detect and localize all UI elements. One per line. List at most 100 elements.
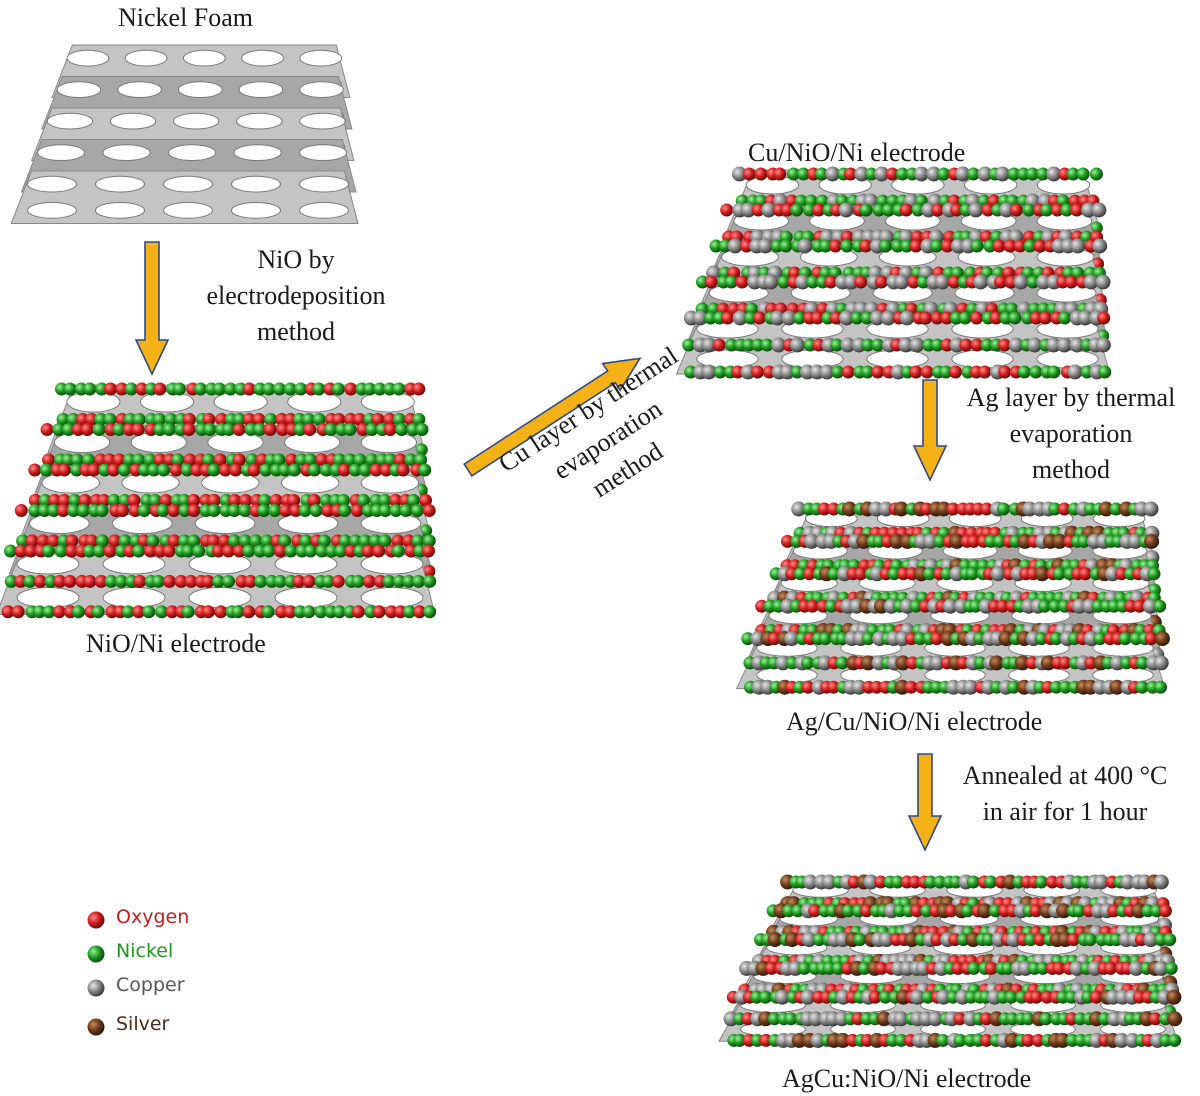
nickel-atom — [343, 453, 357, 467]
oxygen-atom — [393, 453, 407, 467]
nickel-atom — [967, 961, 981, 975]
arrow-shape — [134, 241, 170, 376]
nickel-atom — [1154, 933, 1168, 947]
nickel-atom — [784, 1012, 798, 1026]
nickel-atom — [253, 423, 267, 436]
nickel-atom — [974, 656, 987, 670]
oxygen-atom — [207, 493, 221, 507]
nickel-atom — [830, 338, 844, 352]
nickel-atom — [312, 382, 326, 396]
nickel-atom — [334, 544, 348, 558]
oxygen-atom — [740, 239, 754, 253]
foam-pore — [102, 144, 151, 161]
oxygen-atom — [978, 365, 992, 379]
nickel-atom — [349, 534, 362, 548]
nickel-atom — [268, 504, 282, 517]
nickel-atom — [791, 904, 805, 918]
oxygen-atom — [967, 534, 981, 548]
oxygen-atom — [63, 574, 77, 588]
nickel-atom — [966, 875, 980, 889]
nickel-atom — [392, 412, 406, 426]
oxygen-atom — [920, 365, 934, 379]
oxygen-atom — [153, 382, 167, 396]
silver-atom — [784, 932, 800, 948]
copper-atom — [1095, 337, 1111, 353]
copper-atom — [802, 874, 818, 890]
oxygen-atom — [1033, 239, 1047, 253]
nickel-atom — [1135, 680, 1149, 694]
nickel-atom — [879, 239, 892, 253]
nickel-atom — [411, 534, 425, 548]
nickel-atom — [33, 605, 46, 619]
oxygen-atom — [48, 493, 62, 507]
copper-atom — [1056, 337, 1072, 353]
nickel-atom — [118, 463, 131, 477]
copper-atom — [1120, 874, 1135, 890]
oxygen-atom — [940, 239, 954, 253]
nickel-atom — [861, 338, 875, 352]
oxygen-atom — [244, 574, 257, 588]
oxygen-atom — [909, 365, 923, 379]
foam-pore — [280, 472, 340, 494]
nickel-atom — [303, 453, 317, 467]
nickel-atom — [227, 534, 241, 548]
copper-atom — [839, 310, 854, 326]
foam-pore — [172, 112, 220, 130]
nickel-atom — [238, 504, 252, 517]
oxygen-atom — [721, 311, 735, 325]
nickel-atom — [363, 382, 377, 396]
oxygen-atom — [422, 564, 436, 578]
nickel-atom — [227, 504, 241, 517]
oxygen-atom — [165, 605, 179, 619]
nickel-atom — [233, 412, 247, 426]
oxygen-atom — [153, 453, 167, 467]
nickel-atom — [231, 605, 245, 619]
nickel-atom — [1025, 167, 1039, 181]
copper-atom — [838, 202, 854, 218]
nickel-atom — [142, 605, 156, 619]
foam-pore — [124, 49, 168, 67]
oxygen-atom — [1003, 239, 1017, 253]
nickel-atom — [146, 534, 160, 548]
oxygen-atom — [389, 493, 403, 507]
copper-atom — [949, 566, 965, 582]
nickel-atom — [980, 338, 994, 352]
oxygen-atom — [344, 412, 358, 426]
oxygen-atom — [372, 605, 386, 619]
oxygen-atom — [907, 275, 921, 289]
nickel-atom — [1163, 933, 1177, 947]
copper-atom — [808, 1011, 824, 1027]
arrow-shape — [463, 357, 642, 477]
nickel-atom — [307, 463, 321, 477]
nickel-atom — [298, 504, 312, 517]
silver-atom — [977, 903, 993, 919]
nickel-atom — [819, 239, 833, 253]
nickel-atom — [982, 933, 995, 947]
foam-pore — [233, 144, 282, 161]
nickel-atom — [953, 1033, 967, 1047]
nickel-atom — [262, 382, 276, 396]
nickel-atom — [38, 504, 51, 517]
cu-nio-ni-illustration — [675, 166, 1112, 380]
oxygen-atom — [321, 504, 335, 517]
copper-atom — [1077, 310, 1093, 326]
oxygen-atom — [183, 453, 197, 467]
copper-atom — [936, 989, 951, 1005]
foam-pore — [182, 49, 226, 67]
nickel-atom — [895, 167, 909, 181]
nickel-atom — [112, 423, 126, 436]
oxygen-atom — [53, 574, 67, 588]
copper-atom — [1046, 166, 1062, 182]
nickel-atom — [68, 493, 82, 507]
nickel-atom — [1168, 1033, 1182, 1047]
oxygen-atom — [422, 544, 435, 558]
oxygen-atom — [841, 365, 855, 379]
oxygen-atom — [992, 239, 1006, 253]
foam-pore — [109, 112, 157, 130]
oxygen-atom — [811, 311, 824, 325]
oxygen-atom — [162, 544, 176, 558]
nickel-atom — [383, 453, 397, 467]
legend-label-silver: Silver — [116, 1013, 170, 1035]
nickel-atom — [744, 311, 757, 325]
